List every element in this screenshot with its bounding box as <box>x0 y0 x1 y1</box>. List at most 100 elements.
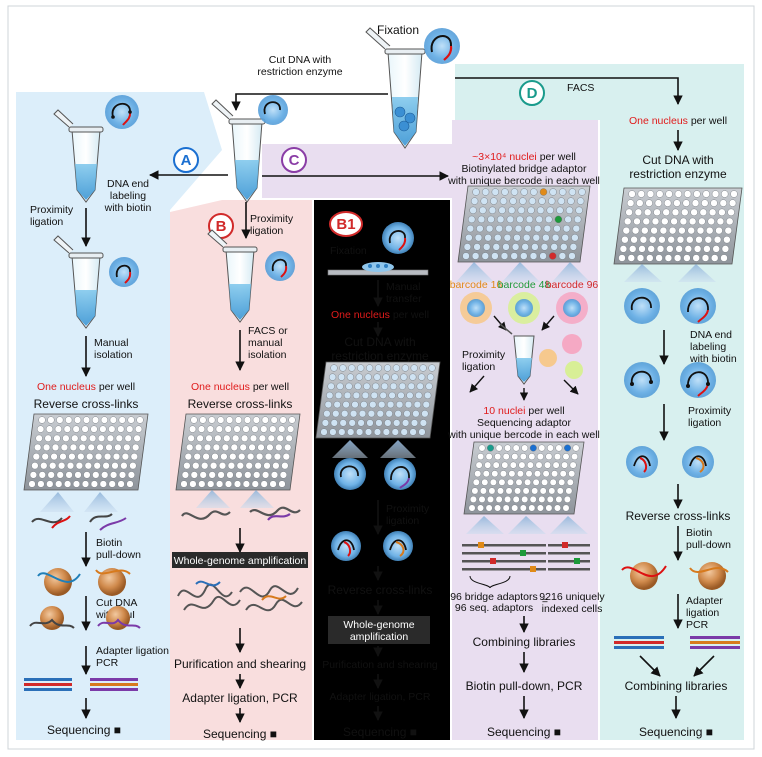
well <box>474 470 482 478</box>
well <box>485 453 493 461</box>
nucleus-icon <box>682 446 714 478</box>
well <box>329 428 337 436</box>
well <box>64 480 72 488</box>
well <box>388 391 396 399</box>
well <box>666 245 674 253</box>
well <box>668 226 677 235</box>
well <box>59 453 67 461</box>
well <box>671 208 680 216</box>
well <box>126 480 134 488</box>
small-tube-icon <box>499 323 535 385</box>
well <box>409 428 417 436</box>
well <box>650 226 658 235</box>
well <box>45 425 54 433</box>
well <box>683 190 692 198</box>
well <box>505 487 513 495</box>
well <box>645 199 653 207</box>
well <box>221 443 229 451</box>
well <box>49 462 57 470</box>
well <box>465 234 473 242</box>
well <box>127 471 135 479</box>
well <box>481 478 489 486</box>
sequencing-label: Sequencing ■ <box>343 725 417 739</box>
well <box>83 471 91 479</box>
well <box>366 364 374 372</box>
well <box>343 391 352 399</box>
well <box>254 462 262 470</box>
well <box>232 434 240 442</box>
well <box>487 444 494 452</box>
well <box>227 462 235 470</box>
well <box>555 495 563 503</box>
well <box>99 480 107 488</box>
well <box>234 416 243 424</box>
well <box>659 226 668 235</box>
well <box>205 434 213 442</box>
well <box>51 443 60 451</box>
nucleus-icon <box>265 251 295 281</box>
well <box>115 434 123 442</box>
central-nucleus-icon <box>258 95 288 125</box>
well <box>136 416 144 424</box>
well <box>189 480 197 488</box>
well <box>548 487 556 495</box>
well <box>497 487 504 495</box>
well <box>69 443 77 451</box>
well <box>701 254 710 262</box>
svg-text:D: D <box>527 85 538 102</box>
well <box>495 444 503 452</box>
well <box>499 197 508 205</box>
well <box>260 425 268 433</box>
zoom-cone <box>502 262 540 282</box>
well <box>514 487 522 495</box>
well <box>385 410 393 418</box>
well <box>419 419 427 427</box>
well <box>555 444 563 452</box>
well <box>699 208 707 216</box>
well <box>678 226 686 235</box>
well <box>510 188 519 196</box>
well <box>252 416 260 424</box>
well <box>538 495 546 503</box>
well <box>549 478 557 486</box>
well <box>568 252 576 260</box>
well <box>511 243 520 251</box>
well <box>488 487 496 495</box>
well <box>258 434 266 442</box>
sequencing-label: Sequencing ■ <box>487 725 561 739</box>
well <box>506 215 514 224</box>
well <box>50 453 58 461</box>
well <box>409 373 417 381</box>
well <box>478 495 486 503</box>
well <box>621 236 629 244</box>
well <box>220 453 228 461</box>
well <box>397 391 405 399</box>
well <box>180 480 188 488</box>
well <box>712 245 720 253</box>
well <box>471 487 479 495</box>
well <box>540 243 549 251</box>
well <box>673 199 681 207</box>
bridge96: 96 bridge adaptors <box>450 591 538 603</box>
well <box>527 206 535 214</box>
panel-a-letter: A <box>173 147 199 173</box>
well <box>702 190 710 198</box>
arrow <box>469 375 485 393</box>
well <box>260 480 268 488</box>
well <box>681 208 689 216</box>
well <box>428 364 436 372</box>
well <box>418 428 426 436</box>
well <box>118 471 127 479</box>
well <box>29 471 37 479</box>
well <box>510 252 518 260</box>
well <box>43 443 51 451</box>
wga-banner <box>328 616 430 644</box>
well <box>683 254 691 262</box>
well <box>218 462 227 470</box>
well <box>348 364 356 372</box>
well <box>470 197 479 205</box>
